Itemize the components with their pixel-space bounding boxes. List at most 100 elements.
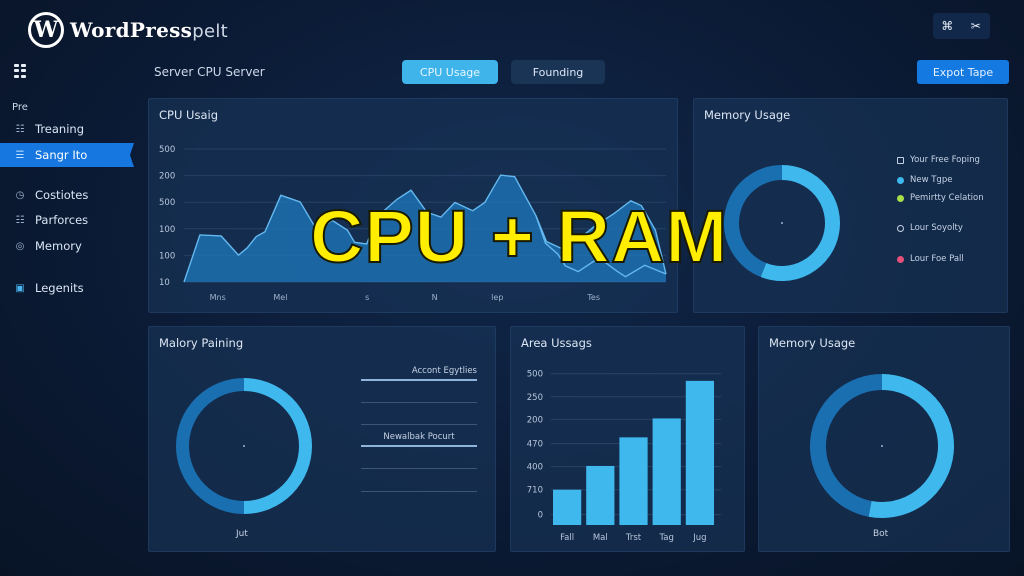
donut-center-dot — [243, 445, 245, 447]
plugin-icon[interactable]: ⌘ — [941, 19, 954, 33]
x-tick-label: Tes — [586, 293, 600, 302]
line-label: Accont Egytlies — [411, 366, 477, 376]
donut-label: Bot — [873, 529, 889, 539]
sidebar-item-label: Memory — [35, 239, 82, 253]
memory-usage-panel-2: Memory Usage Bot — [758, 326, 1010, 552]
legend-marker-icon — [897, 176, 904, 184]
logo[interactable]: W WordPresspelt — [28, 12, 228, 48]
cpu-series-line — [535, 215, 667, 278]
line-label: Newalbak Pocurt — [383, 432, 455, 442]
donut-center-dot — [881, 445, 883, 447]
y-tick-label: 500 — [527, 370, 543, 380]
y-tick-label: 200 — [527, 415, 543, 425]
bar — [619, 437, 648, 525]
legend-marker-icon — [897, 156, 904, 164]
logo-suffix: pelt — [192, 21, 228, 42]
legend-label: Lour Soyolty — [910, 223, 963, 233]
sidebar-item-label: Parforces — [35, 213, 89, 227]
legend-marker-icon — [897, 255, 904, 263]
malory-paining-panel: Malory Paining Jut Accont Egytlies Newal… — [148, 326, 496, 552]
divider — [361, 468, 477, 469]
memory-donut-chart-2 — [810, 374, 954, 518]
donut-segment — [176, 378, 245, 514]
panel-title: CPU Usaig — [159, 108, 218, 122]
doc-icon: ☰ — [15, 149, 25, 161]
sidebar-item-label: Treaning — [35, 122, 85, 136]
sidebar-item-label: Legenits — [35, 281, 84, 295]
y-tick-label: 10 — [159, 278, 170, 288]
bar — [685, 380, 715, 525]
tab-cpu-usage[interactable]: CPU Usage — [402, 60, 498, 84]
memory-donut-chart — [724, 165, 840, 281]
sidebar: Pre ☷ Treaning ☰ Sangr Ito ◷ Costiotes ☷ Par… — [0, 95, 140, 325]
legend-label: Pemirtty Celation — [910, 193, 984, 203]
overlay-title: CPU + RAM — [309, 195, 729, 278]
logo-text: WordPress — [70, 18, 193, 42]
cpu-area-fill — [184, 175, 666, 282]
x-tick-label: Mns — [210, 293, 226, 302]
x-tick-label: N — [432, 293, 438, 302]
bar — [652, 418, 681, 525]
x-tick-label: Tag — [659, 533, 674, 543]
sidebar-heading: Pre — [12, 102, 28, 113]
page-subtitle: Server CPU Server — [154, 65, 265, 79]
x-tick-label: lep — [491, 293, 503, 302]
panel-title: Memory Usage — [769, 336, 856, 350]
donut-segment — [868, 374, 954, 518]
legend-item: New Tgpe — [897, 175, 952, 185]
y-tick-label: 470 — [527, 440, 543, 450]
x-tick-label: s — [365, 293, 369, 302]
menu-grid-icon[interactable] — [14, 64, 26, 78]
cpu-series-line — [183, 174, 667, 283]
y-tick-label: 0 — [538, 511, 543, 521]
sidebar-item-costiotes[interactable]: ◷ Costiotes — [0, 183, 134, 207]
sidebar-item-memory[interactable]: ◎Memory — [0, 234, 134, 258]
panel-title: Malory Paining — [159, 336, 244, 350]
y-tick-label: 100 — [159, 251, 175, 261]
tools-icon[interactable]: ✂ — [970, 19, 981, 33]
panel-title: Area Ussags — [521, 336, 592, 350]
sidebar-item-label: Costiotes — [35, 188, 89, 202]
malory-donut-chart — [176, 378, 312, 514]
tab-founding[interactable]: Founding — [511, 60, 605, 84]
donut-segment — [724, 165, 783, 277]
donut-segment — [760, 165, 840, 281]
donut-segment — [810, 374, 883, 517]
apps-icon: ☷ — [15, 214, 25, 226]
x-tick-label: Fall — [560, 533, 574, 543]
divider — [361, 379, 477, 381]
export-button[interactable]: Expot Tape — [917, 60, 1009, 84]
sidebar-item-parforces[interactable]: ☷ Parforces — [0, 208, 134, 232]
x-tick-label: Jug — [692, 533, 706, 543]
y-tick-label: 250 — [527, 393, 543, 403]
x-tick-label: Mel — [273, 293, 287, 302]
legend-item: Lour Foe Pall — [897, 254, 964, 264]
y-tick-label: 100 — [159, 225, 175, 235]
y-tick-label: 500 — [159, 145, 175, 155]
y-tick-label: 710 — [527, 486, 543, 496]
x-tick-label: Mal — [593, 533, 608, 543]
sidebar-item-sangr-ito[interactable]: ☰ Sangr Ito — [0, 143, 134, 167]
wordpress-logo-icon: W — [28, 12, 64, 48]
legend-item: Pemirtty Celation — [897, 193, 984, 203]
sidebar-item-label: Sangr Ito — [35, 148, 88, 162]
legend-marker-icon — [897, 194, 904, 202]
legend-label: Lour Foe Pall — [910, 254, 964, 264]
bar — [586, 465, 615, 525]
sidebar-item-treaning[interactable]: ☷ Treaning — [0, 117, 134, 141]
legend-item: Lour Soyolty — [897, 223, 963, 233]
divider — [361, 402, 477, 403]
sidebar-item-legenits[interactable]: ▣Legenits — [0, 276, 134, 300]
legend-label: Your Free Foping — [910, 155, 980, 165]
donut-label: Jut — [236, 529, 248, 539]
y-tick-label: 400 — [527, 463, 543, 473]
clock-icon: ◷ — [15, 189, 25, 201]
legend-marker-icon — [897, 224, 904, 232]
legend-label: New Tgpe — [910, 175, 953, 185]
grid-icon: ☷ — [15, 123, 25, 135]
